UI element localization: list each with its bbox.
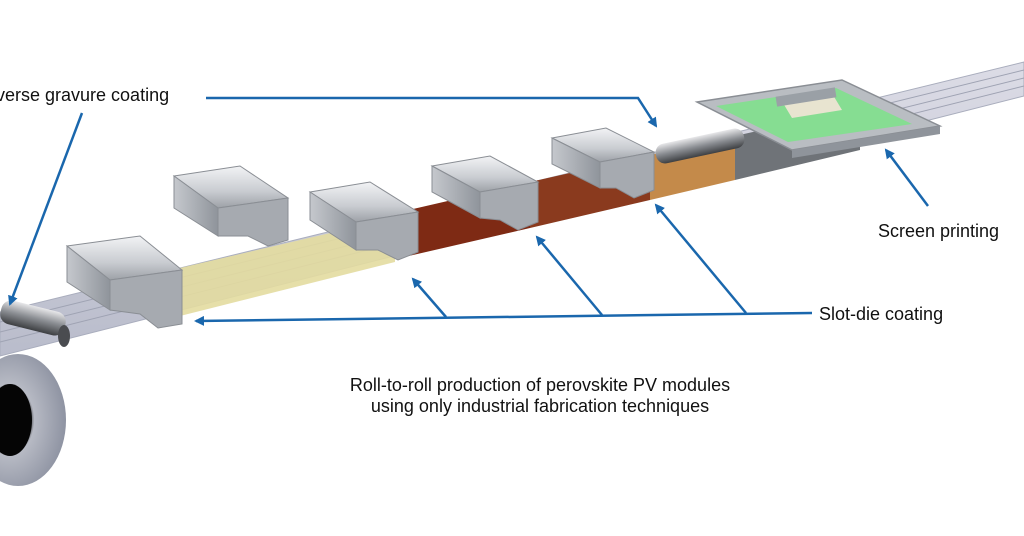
gravure-arrow-left <box>8 112 84 306</box>
screen-printer <box>694 79 943 158</box>
slot-die-head-4 <box>430 155 540 231</box>
slot-arrow-3 <box>654 203 747 314</box>
gravure-arrow-right <box>206 96 658 128</box>
gravure-roller-left <box>0 300 70 347</box>
slot-arrow-2 <box>535 235 603 316</box>
label-gravure-coating: verse gravure coating <box>0 85 170 105</box>
gravure-roller-right <box>655 128 745 164</box>
screen-arrow <box>884 148 929 207</box>
callout-lines <box>8 96 929 326</box>
slot-die-head-2 <box>172 165 290 247</box>
label-slot-die-coating: Slot-die coating <box>819 304 944 324</box>
label-screen-printing: Screen printing <box>878 221 1000 241</box>
caption-line-1: Roll-to-roll production of perovskite PV… <box>349 375 731 395</box>
slot-die-head-5 <box>550 127 656 199</box>
diagram-caption: Roll-to-roll production of perovskite PV… <box>290 375 790 417</box>
slot-die-head-1 <box>65 235 184 329</box>
slot-line-main <box>194 311 813 326</box>
caption-line-2: using only industrial fabrication techni… <box>370 396 710 416</box>
slot-arrow-1 <box>411 277 447 318</box>
substrate-coil <box>0 354 66 486</box>
slot-die-head-3 <box>308 181 420 261</box>
